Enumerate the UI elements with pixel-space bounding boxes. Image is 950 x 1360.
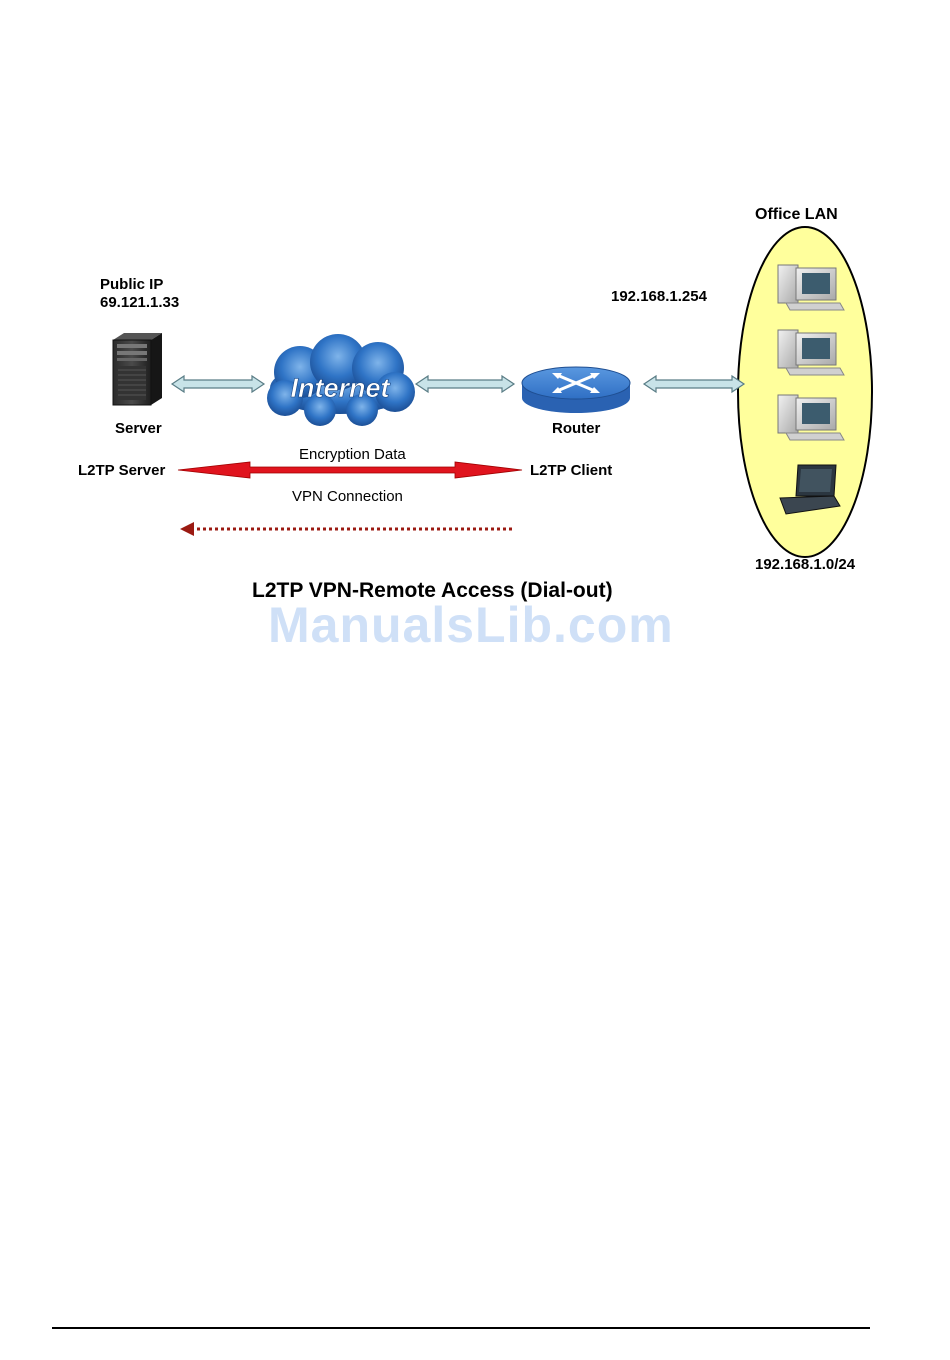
public-ip-title: Public IP <box>100 276 163 293</box>
office-lan-label: Office LAN <box>755 206 838 224</box>
router-label: Router <box>552 420 600 437</box>
server-label: Server <box>115 420 162 437</box>
encryption-data-label: Encryption Data <box>299 446 406 463</box>
footer-rule <box>52 1327 870 1329</box>
public-ip-value: 69.121.1.33 <box>100 294 179 311</box>
vpn-connection-label: VPN Connection <box>292 488 403 505</box>
desktop-pc-icon <box>778 265 844 310</box>
l2tp-server-label: L2TP Server <box>78 462 165 479</box>
l2tp-client-label: L2TP Client <box>530 462 612 479</box>
watermark: ManualsLib.com <box>268 596 674 654</box>
tower-server-icon <box>113 333 162 405</box>
router-ip-label: 192.168.1.254 <box>611 288 707 305</box>
link-arrow-internet-router <box>416 376 514 392</box>
link-arrow-router-lan <box>644 376 744 392</box>
link-arrow-server-internet <box>172 376 264 392</box>
router-icon <box>522 367 630 413</box>
internet-cloud-label: Internet <box>290 373 390 403</box>
desktop-pc-icon <box>778 330 844 375</box>
encryption-data-arrow <box>178 462 522 478</box>
lan-subnet-label: 192.168.1.0/24 <box>755 556 855 573</box>
internet-cloud-icon: Internet <box>267 334 415 426</box>
dial-out-direction-arrow <box>180 522 512 536</box>
desktop-pc-icon <box>778 395 844 440</box>
